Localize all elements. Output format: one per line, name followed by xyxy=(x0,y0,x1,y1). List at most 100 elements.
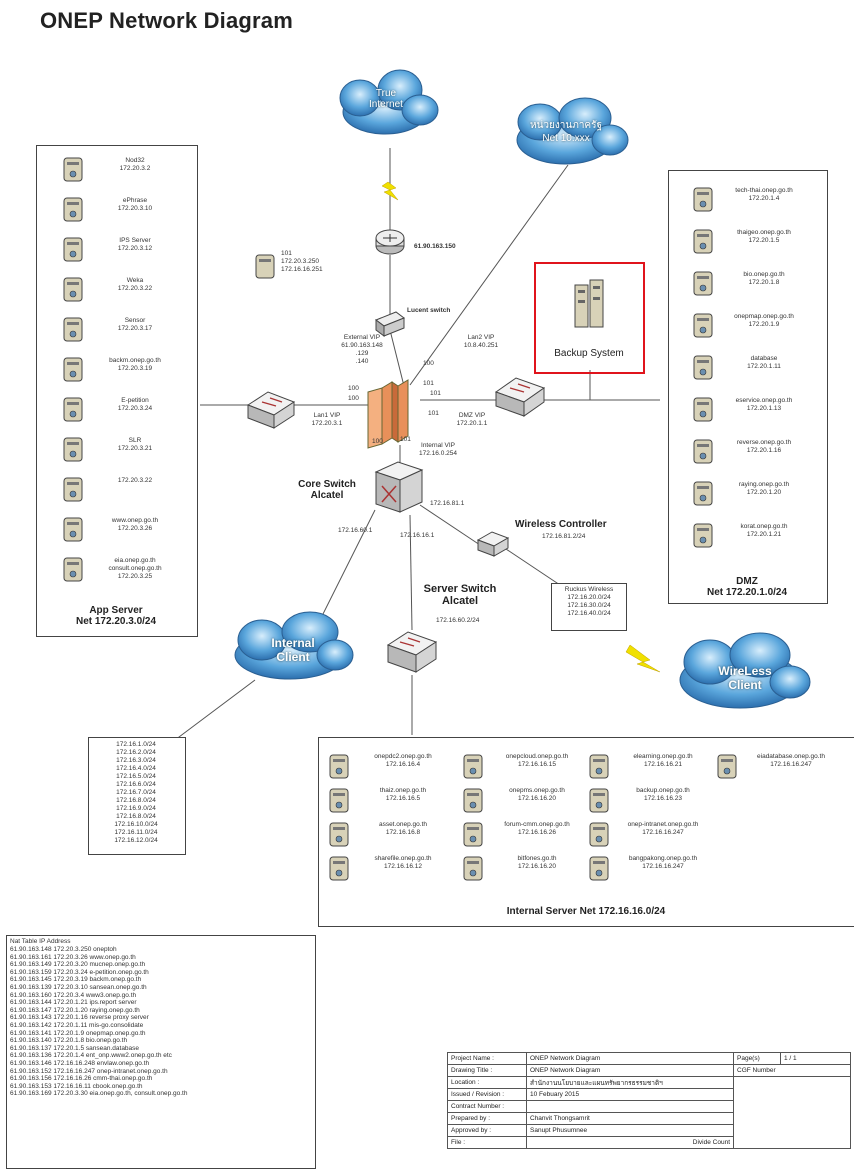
tb-label: Prepared by : xyxy=(447,1112,527,1125)
port-label: 101 xyxy=(400,436,411,443)
server-icon xyxy=(62,355,84,383)
lucent-switch-icon xyxy=(374,311,406,337)
tb-value: ONEP Network Diagram xyxy=(526,1064,734,1077)
left-switch-icon xyxy=(246,391,296,429)
server-icon xyxy=(716,752,738,780)
server-icon xyxy=(462,854,484,882)
tb-value: ONEP Network Diagram xyxy=(526,1052,734,1065)
server-icon xyxy=(462,752,484,780)
nat-row: 61.90.163.137 172.20.1.5 sansean.databas… xyxy=(10,1044,140,1052)
server-label: 172.20.3.22 xyxy=(117,477,153,484)
tb-value: 1 / 1 xyxy=(780,1052,851,1065)
tb-label: Drawing Title : xyxy=(447,1064,527,1077)
nat-row: 61.90.163.143 172.20.1.16 reverse proxy … xyxy=(10,1014,149,1022)
nat-row: 61.90.163.160 172.20.3.4 www3.onep.go.th xyxy=(10,991,137,999)
subnet-item: 172.16.10.0/24 xyxy=(114,821,158,828)
server-icon xyxy=(62,315,84,343)
subnet-item: 172.16.12.0/24 xyxy=(114,837,158,844)
server-icon xyxy=(588,854,610,882)
nat-row: 61.90.163.161 172.20.3.26 www.onep.go.th xyxy=(10,953,136,961)
tb-label: CGF Number xyxy=(733,1064,851,1077)
nat-row: 61.90.163.145 172.20.3.19 backm.onep.go.… xyxy=(10,976,142,984)
subnet-item: 172.16.7.0/24 xyxy=(116,789,156,796)
wireless-controller-label: Wireless Controller xyxy=(515,519,607,530)
wireless-controller-ip: 172.16.81.2/24 xyxy=(542,533,586,540)
backup-system-label: Backup System xyxy=(554,348,624,359)
server-icon xyxy=(62,195,84,223)
page-title: ONEP Network Diagram xyxy=(40,8,294,33)
tb-label: Issued / Revision : xyxy=(447,1088,527,1101)
internal-server-panel xyxy=(318,737,854,927)
backup-system-box xyxy=(534,262,645,374)
server-icon xyxy=(462,786,484,814)
server-icon xyxy=(62,155,84,183)
server-icon xyxy=(328,786,350,814)
router-ip: 61.90.163.150 xyxy=(414,243,456,250)
dmz-switch-icon xyxy=(494,377,546,417)
nat-row: 61.90.163.146 172.16.16.248 envlaw.onep.… xyxy=(10,1059,150,1067)
nat-row: 61.90.163.169 172.20.3.30 eia.onep.go.th… xyxy=(10,1090,188,1098)
server-icon xyxy=(692,437,714,465)
server-icon xyxy=(62,395,84,423)
tb-label: Project Name : xyxy=(447,1052,527,1065)
core-switch-icon xyxy=(374,461,424,513)
server-icon xyxy=(692,227,714,255)
backup-server-icon xyxy=(574,279,604,328)
subnet-item: 172.16.8.0/24 xyxy=(116,813,156,820)
nat-table-title: Nat Table IP Address xyxy=(10,938,71,945)
tb-value xyxy=(526,1100,734,1113)
tb-value: 10 Febuary 2015 xyxy=(526,1088,734,1101)
nat-row: 61.90.163.153 172.16.16.11 cbook.onep.go… xyxy=(10,1082,143,1090)
nat-row: 61.90.163.152 172.16.16.247 onep-intrane… xyxy=(10,1067,168,1075)
server-icon xyxy=(588,786,610,814)
server-icon xyxy=(692,311,714,339)
tb-label: File : xyxy=(447,1136,527,1149)
gov-cloud xyxy=(516,97,629,165)
tb-value: สำนักงานนโยบายและแผนทรัพยากรธรรมชาติฯ xyxy=(526,1076,734,1089)
router-icon xyxy=(375,229,405,255)
server-icon xyxy=(692,521,714,549)
subnet-item: 172.16.11.0/24 xyxy=(114,829,158,836)
nat-row: 61.90.163.136 172.20.1.4 ent_onp.www2.on… xyxy=(10,1052,172,1060)
internet-cloud xyxy=(339,69,439,135)
tb-label: Contract Number : xyxy=(447,1100,527,1113)
subnet-item: 172.16.3.0/24 xyxy=(116,757,156,764)
port-label: 100 xyxy=(348,395,359,402)
nat-row: 61.90.163.142 172.20.1.11 mis-go.consoli… xyxy=(10,1021,144,1029)
internal-server-title: Internal Server Net 172.16.16.0/24 xyxy=(506,906,666,917)
server-icon xyxy=(328,820,350,848)
port-label: 101 xyxy=(428,410,439,417)
